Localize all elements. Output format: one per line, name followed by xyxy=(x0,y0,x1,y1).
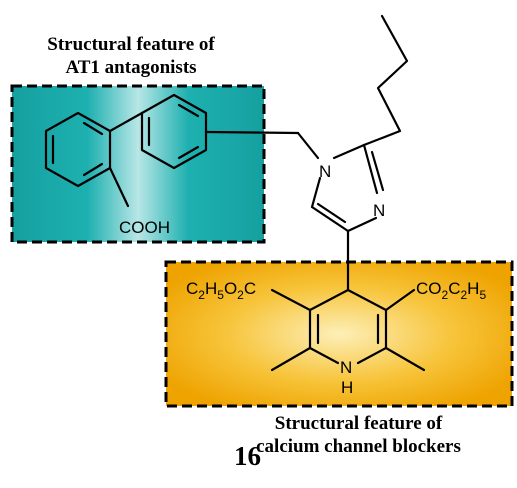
ccb-highlight-box xyxy=(164,260,514,408)
aromatic-bond xyxy=(177,103,200,118)
ccb-caption: Structural feature of calcium channel bl… xyxy=(200,412,517,458)
at1-highlight-box xyxy=(10,84,266,244)
dhp-bond xyxy=(308,346,340,365)
dhp-bond xyxy=(356,346,388,365)
at1-caption-line1: Structural feature of xyxy=(47,34,215,55)
n1-label: N xyxy=(319,162,331,181)
imidazole-bond xyxy=(310,205,350,233)
ccb-caption-line2: calcium channel blockers xyxy=(256,436,461,457)
aromatic-bond xyxy=(177,145,200,160)
ester-bond-right xyxy=(384,288,416,312)
left-ester-label: C2H5O2C xyxy=(186,279,256,302)
imidazole-bond xyxy=(346,216,378,233)
butyl-chain xyxy=(362,14,409,147)
nh-n-label: N xyxy=(340,358,352,377)
methyl-bond-right xyxy=(384,346,426,372)
at1-caption-line2: AT1 antagonists xyxy=(65,57,197,78)
methyl-bond-left xyxy=(270,346,312,372)
aromatic-bond xyxy=(82,162,104,177)
compound-number: 16 xyxy=(234,441,261,471)
methylene-bond xyxy=(296,131,320,160)
at1-caption: Structural feature of AT1 antagonists xyxy=(0,33,262,79)
imidazole-bond xyxy=(370,150,385,192)
dhp-bond xyxy=(346,288,388,312)
methylene-bond xyxy=(204,130,300,135)
ccb-caption-line1: Structural feature of xyxy=(274,413,443,434)
cooh-label: COOH xyxy=(119,218,170,237)
ester-bond-left xyxy=(270,288,312,312)
n3-label: N xyxy=(373,201,385,220)
imidazole-bond xyxy=(316,202,347,224)
imidazole-bond xyxy=(362,143,379,195)
imidazole-bond xyxy=(332,143,366,160)
nh-h-label: H xyxy=(341,378,353,397)
aromatic-bond xyxy=(82,121,104,136)
dhp-bond xyxy=(308,288,350,312)
carboxyl-bond xyxy=(108,166,130,208)
benzene-ring-right xyxy=(140,93,208,170)
biaryl-bond xyxy=(108,111,144,133)
right-ester-label: CO2C2H5 xyxy=(416,279,486,302)
imidazole-bond xyxy=(310,176,322,209)
